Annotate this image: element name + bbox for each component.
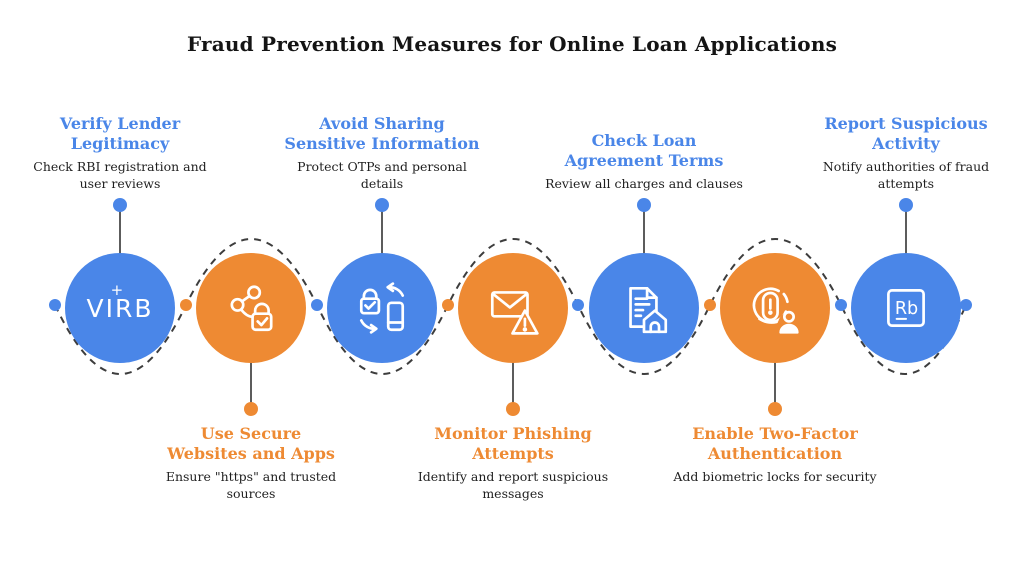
step-circle-secure-websites xyxy=(196,253,306,363)
step-circle-report-activity: Rb xyxy=(851,253,961,363)
step-description: Add biometric locks for security xyxy=(673,469,877,484)
connector-dot xyxy=(375,198,389,212)
step-title: Check Loan Agreement Terms xyxy=(564,130,724,170)
virb-logo-icon: +VIRB xyxy=(86,281,154,323)
step-title: Verify Lender Legitimacy xyxy=(59,114,181,153)
connector-line xyxy=(905,211,907,254)
step-description: Ensure "https" and trusted sources xyxy=(165,469,337,501)
step-text-loan-terms: Check Loan Agreement Terms Review all ch… xyxy=(539,96,749,192)
wave-dot xyxy=(572,299,584,311)
dashed-wave-line xyxy=(54,238,967,375)
step-description: Identify and report suspicious messages xyxy=(417,469,609,501)
step-title: Monitor Phishing Attempts xyxy=(434,424,592,463)
connector-dot xyxy=(768,402,782,416)
step-text-avoid-sharing: Avoid Sharing Sensitive Information Prot… xyxy=(277,96,487,192)
wave-dot xyxy=(960,299,972,311)
step-text-monitor-phishing: Monitor Phishing Attempts Identify and r… xyxy=(403,424,623,502)
step-circle-monitor-phishing xyxy=(458,253,568,363)
step-description: Notify authorities of fraud attempts xyxy=(822,159,990,191)
page-title: Fraud Prevention Measures for Online Loa… xyxy=(186,32,838,56)
rb-logo-text: Rb xyxy=(895,299,918,319)
step-title: Enable Two-Factor Authentication xyxy=(692,424,858,463)
wave-dot xyxy=(835,299,847,311)
step-circle-verify-lender: +VIRB xyxy=(65,253,175,363)
connector-line xyxy=(250,362,252,403)
fingerprint-user-icon xyxy=(752,287,800,335)
lock-phone-sync-icon xyxy=(359,282,405,334)
step-text-two-factor: Enable Two-Factor Authentication Add bio… xyxy=(665,424,885,486)
connector-line xyxy=(381,211,383,254)
wave-dot xyxy=(180,299,192,311)
step-text-report-activity: Report Suspicious Activity Notify author… xyxy=(801,96,1011,192)
step-description: Protect OTPs and personal details xyxy=(297,159,467,191)
step-text-verify-lender: Verify Lender Legitimacy Check RBI regis… xyxy=(15,96,225,192)
step-title: Use Secure Websites and Apps xyxy=(167,424,335,463)
virb-logo-text: VIRB xyxy=(86,293,154,323)
rb-logo-icon: Rb xyxy=(887,289,925,327)
loan-document-home-icon xyxy=(629,286,668,334)
wave-dot xyxy=(311,299,323,311)
connector-dot xyxy=(113,198,127,212)
connector-line xyxy=(643,211,645,254)
wave-dot xyxy=(49,299,61,311)
step-description: Review all charges and clauses xyxy=(545,175,743,191)
step-circle-avoid-sharing xyxy=(327,253,437,363)
connector-line xyxy=(774,362,776,403)
email-warning-icon xyxy=(490,291,539,335)
step-circle-two-factor xyxy=(720,253,830,363)
connector-dot xyxy=(637,198,651,212)
connector-dot xyxy=(506,402,520,416)
share-lock-icon xyxy=(230,285,273,332)
step-text-secure-websites: Use Secure Websites and Apps Ensure "htt… xyxy=(141,424,361,502)
connector-line xyxy=(119,211,121,254)
step-title: Report Suspicious Activity xyxy=(824,114,988,153)
wave-dot xyxy=(704,299,716,311)
connector-dot xyxy=(244,402,258,416)
step-description: Check RBI registration and user reviews xyxy=(33,159,207,191)
step-circle-loan-terms xyxy=(589,253,699,363)
connector-line xyxy=(512,362,514,403)
wave-dot xyxy=(442,299,454,311)
virb-plus-mark: + xyxy=(110,280,124,299)
step-title: Avoid Sharing Sensitive Information xyxy=(284,114,480,153)
connector-dot xyxy=(899,198,913,212)
